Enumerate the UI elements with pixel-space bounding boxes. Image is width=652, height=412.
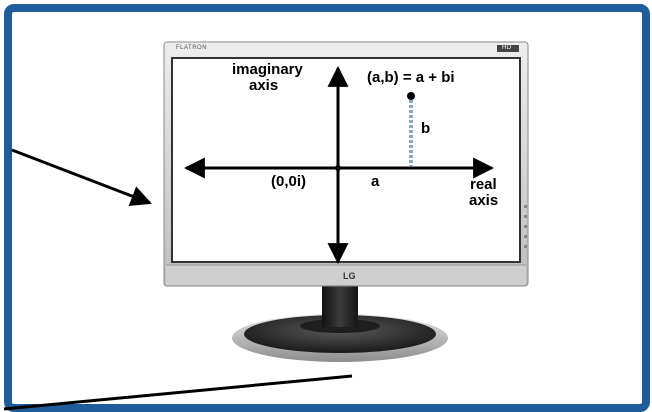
- origin-label: (0,0i): [271, 173, 307, 190]
- real-axis-label: real: [470, 176, 497, 193]
- pointer-arrow-screen: [11, 148, 152, 207]
- real-axis-label-2: axis: [469, 192, 499, 209]
- origin-point: [335, 165, 341, 171]
- badge-text: HD: [502, 45, 512, 51]
- imaginary-axis-label-2: axis: [249, 77, 279, 94]
- monitor-stand: [232, 283, 448, 362]
- badge-icon: [497, 45, 519, 52]
- b-label: b: [421, 120, 431, 137]
- imaginary-axis-label: imaginary: [232, 61, 303, 78]
- monitor-screen: [171, 57, 521, 263]
- pointer-line-base: [3, 374, 353, 411]
- point-a-b: [407, 92, 415, 100]
- a-label: a: [371, 173, 380, 190]
- point-label: (a,b) = a + bi: [367, 69, 455, 86]
- lg-logo: LG: [343, 271, 356, 281]
- side-buttons: [524, 205, 527, 248]
- model-text: FLATRON: [176, 45, 208, 51]
